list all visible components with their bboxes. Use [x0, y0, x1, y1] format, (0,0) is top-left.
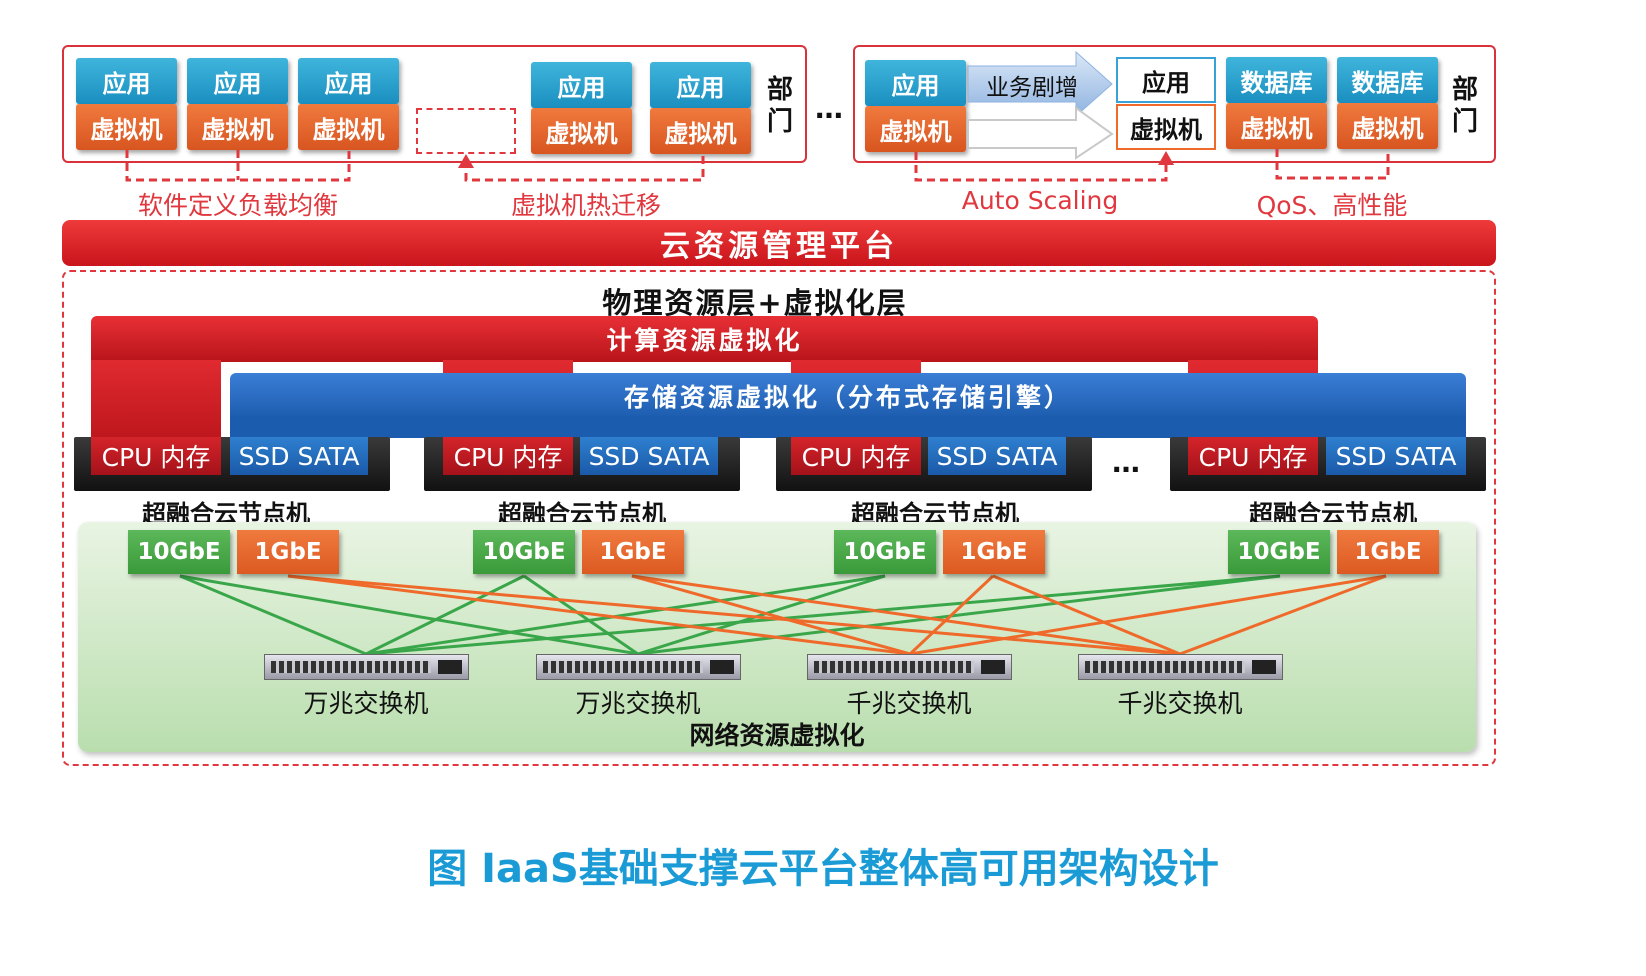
department-label: 部门	[766, 75, 793, 137]
cpu-memory-block: CPU 内存	[1188, 437, 1318, 475]
app-block: 应用	[865, 60, 966, 106]
surge-label: 业务剧增	[986, 75, 1078, 101]
scale-out-arrow	[967, 106, 1114, 160]
physical-layer-box	[62, 270, 1496, 766]
compute-column	[91, 360, 221, 450]
app-block: 应用	[187, 58, 288, 104]
switch-1g-label: 千兆交换机	[846, 689, 972, 718]
vm-block: 虚拟机	[650, 108, 751, 154]
label-auto-scaling: Auto Scaling	[961, 186, 1119, 215]
app-block: 应用	[76, 58, 177, 104]
app-block: 应用	[650, 62, 751, 108]
ellipsis: …	[1112, 446, 1140, 479]
app-block: 应用	[531, 62, 632, 108]
switch-1g-icon	[807, 654, 1012, 680]
nic-1gbe: 1GbE	[1337, 530, 1439, 574]
nic-10gbe: 10GbE	[473, 530, 575, 574]
department-label: 部门	[1451, 75, 1478, 137]
label-load-balancing: 软件定义负载均衡	[137, 191, 338, 220]
vm-block: 虚拟机	[187, 104, 288, 150]
storage-column	[230, 416, 1466, 438]
nic-10gbe: 10GbE	[834, 530, 936, 574]
switch-1g-icon	[1078, 654, 1283, 680]
department-1-box	[62, 45, 807, 163]
nic-1gbe: 1GbE	[582, 530, 684, 574]
label-qos: QoS、高性能	[1256, 191, 1408, 220]
nic-10gbe: 10GbE	[1228, 530, 1330, 574]
scaling-arrows	[967, 50, 1114, 160]
cpu-memory-block: CPU 内存	[91, 437, 221, 475]
vm-block: 虚拟机	[76, 104, 177, 150]
vm-block: 虚拟机	[531, 108, 632, 154]
ssd-sata-block: SSD SATA	[1326, 437, 1466, 475]
nic-10gbe: 10GbE	[128, 530, 230, 574]
nic-1gbe: 1GbE	[237, 530, 339, 574]
switch-1g-label: 千兆交换机	[1117, 689, 1243, 718]
cpu-memory-block: CPU 内存	[791, 437, 921, 475]
new-vm-block: 虚拟机	[1116, 104, 1216, 150]
switch-10g-label: 万兆交换机	[303, 689, 429, 718]
vm-block: 虚拟机	[865, 106, 966, 152]
cpu-memory-block: CPU 内存	[443, 437, 573, 475]
vm-block: 虚拟机	[1337, 103, 1438, 149]
database-block: 数据库	[1226, 57, 1327, 103]
switch-10g-icon	[536, 654, 741, 680]
cloud-management-bar: 云资源管理平台	[62, 220, 1496, 266]
surge-arrow	[967, 50, 1113, 118]
switch-10g-label: 万兆交换机	[575, 689, 701, 718]
ellipsis: …	[815, 92, 843, 125]
vm-block: 虚拟机	[1226, 103, 1327, 149]
dashed-connectors	[125, 149, 1390, 182]
ssd-sata-block: SSD SATA	[580, 437, 718, 475]
database-block: 数据库	[1337, 57, 1438, 103]
label-vm-migration: 虚拟机热迁移	[510, 191, 661, 220]
network-virtualization-label: 网络资源虚拟化	[689, 721, 865, 750]
ssd-sata-block: SSD SATA	[230, 437, 368, 475]
switch-10g-icon	[264, 654, 469, 680]
ssd-sata-block: SSD SATA	[928, 437, 1066, 475]
app-block: 应用	[298, 58, 399, 104]
migration-placeholder	[416, 108, 516, 154]
nic-1gbe: 1GbE	[943, 530, 1045, 574]
figure-caption: 图 IaaS基础支撑云平台整体高可用架构设计	[427, 846, 1219, 892]
new-app-block: 应用	[1116, 57, 1216, 103]
compute-virtualization-bar: 计算资源虚拟化	[91, 316, 1318, 362]
vm-block: 虚拟机	[298, 104, 399, 150]
storage-virtualization-bar: 存储资源虚拟化（分布式存储引擎）	[230, 373, 1466, 419]
department-2-box	[853, 45, 1496, 163]
physical-layer-title: 物理资源层+虚拟化层	[602, 286, 908, 320]
